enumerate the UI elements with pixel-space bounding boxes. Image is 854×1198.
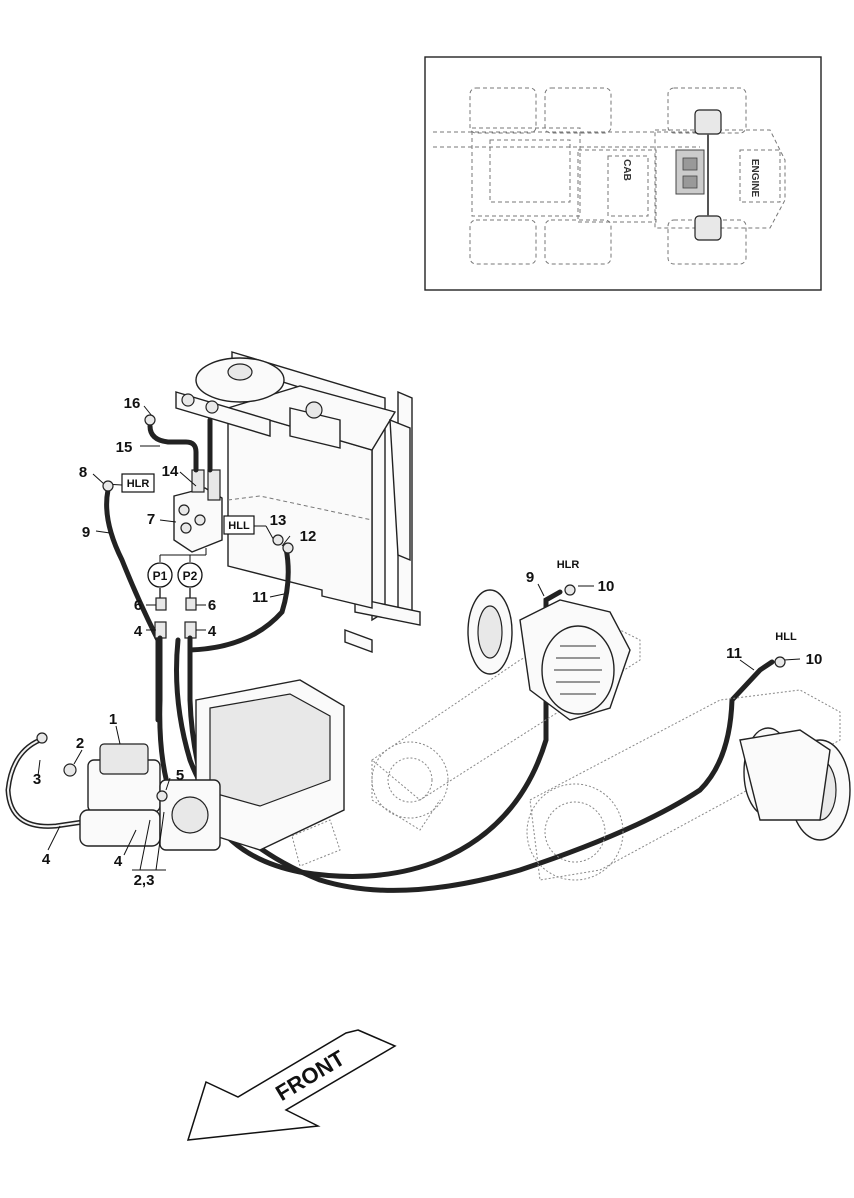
callout-4-left: 4 — [134, 623, 143, 640]
callout-3: 3 — [33, 771, 41, 788]
engine-pump-assembly — [79, 679, 345, 867]
callout-10-hll: 10 — [806, 651, 823, 668]
hydraulic-tank — [175, 351, 421, 654]
hll-motor-label: HLL — [775, 631, 797, 643]
callout-10-hlr: 10 — [598, 578, 615, 595]
inset-engine-label: ENGINE — [749, 159, 760, 198]
callout-7: 7 — [147, 511, 155, 528]
p1-label: P1 — [153, 569, 168, 583]
callout-5: 5 — [176, 767, 184, 784]
control-valve — [173, 469, 223, 553]
callout-14: 14 — [162, 463, 179, 480]
callout-6-left: 6 — [134, 597, 142, 614]
right-track-frame — [371, 589, 641, 831]
callout-9-left: 9 — [82, 524, 90, 541]
callout-numbers: 16 15 14 8 7 9 13 12 11 6 6 4 4 9 10 11 … — [33, 395, 823, 889]
callout-2: 2 — [76, 735, 84, 752]
hll-box-label: HLL — [228, 520, 250, 532]
front-direction-arrow: FRONT — [186, 1029, 397, 1141]
left-track-frame — [526, 689, 851, 881]
p2-port-circle — [177, 562, 203, 588]
callout-11-tank: 11 — [252, 589, 268, 606]
inset-cab-label: CAB — [621, 159, 632, 181]
hlr-motor-label: HLR — [557, 559, 580, 571]
inset-locator-map: CAB ENGINE — [424, 56, 822, 291]
callout-9-motor: 9 — [526, 569, 534, 586]
hlr-box-label: HLR — [127, 478, 150, 490]
callout-15: 15 — [116, 439, 133, 456]
callout-2-3: 2,3 — [134, 872, 155, 889]
callout-1: 1 — [109, 711, 117, 728]
callout-6-right: 6 — [208, 597, 216, 614]
callout-8: 8 — [79, 464, 87, 481]
callout-13: 13 — [270, 512, 287, 529]
callout-11-motor: 11 — [726, 645, 742, 662]
p2-label: P2 — [183, 569, 198, 583]
leader-lines — [37, 405, 801, 871]
callout-4-pump-left: 4 — [42, 851, 51, 868]
callout-16: 16 — [124, 395, 141, 412]
callout-4-pump-mid: 4 — [114, 853, 123, 870]
callout-4-right: 4 — [208, 623, 217, 640]
callout-12: 12 — [300, 528, 317, 545]
pump-ports: P1 P2 — [147, 548, 207, 588]
p1-port-circle — [147, 562, 173, 588]
